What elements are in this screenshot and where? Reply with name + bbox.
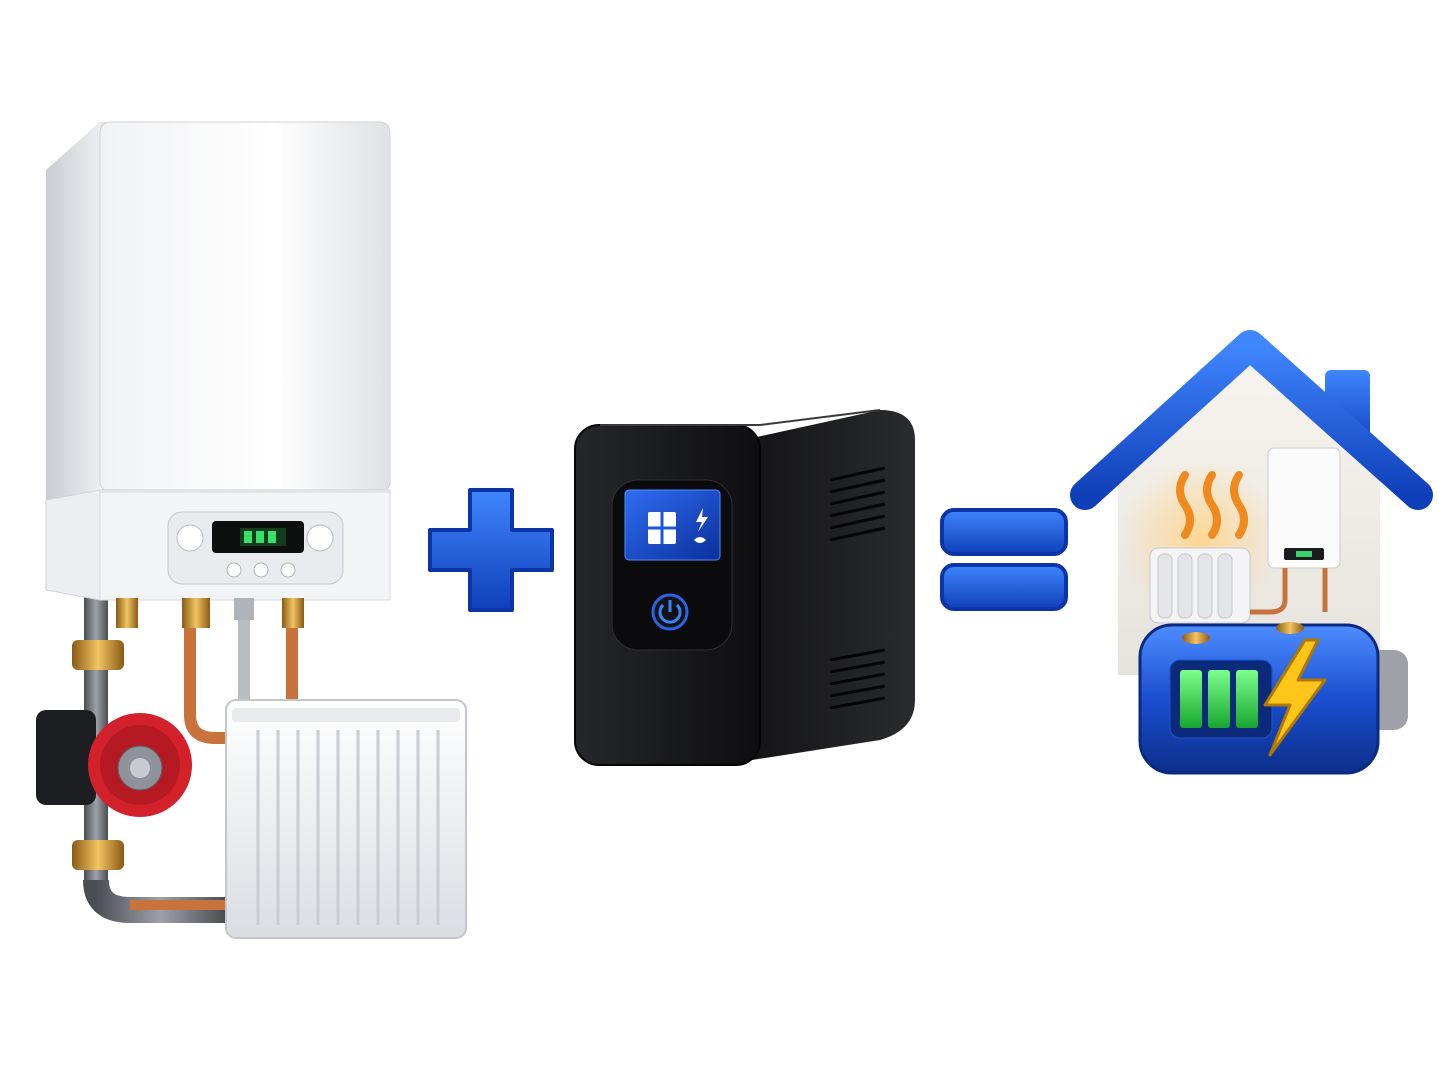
plus-icon <box>428 488 554 612</box>
battery-cell <box>1236 670 1258 728</box>
lightning-bolt-icon <box>1263 638 1327 757</box>
gas-boiler-icon <box>45 121 391 628</box>
mini-boiler-icon <box>1250 447 1341 615</box>
heat-waves-icon <box>1176 471 1248 539</box>
ups-icon <box>574 409 915 766</box>
bolt-icon <box>696 508 708 532</box>
equals-icon <box>940 508 1068 611</box>
battery-cell <box>1208 670 1230 728</box>
ups-unit-panel <box>574 409 915 766</box>
protected-home-heating-panel <box>1070 330 1433 775</box>
plug-icon <box>694 537 706 543</box>
mini-radiator-icon <box>1149 547 1251 624</box>
power-icon <box>658 603 682 624</box>
ups-lcd-screen <box>624 489 721 561</box>
ups-vent <box>829 466 886 710</box>
boiler-control-panel <box>167 511 344 585</box>
boiler-heating-system-panel <box>36 121 467 939</box>
power-button[interactable] <box>651 593 689 631</box>
panel-radiator-icon <box>225 699 467 939</box>
battery-cell <box>1180 670 1202 728</box>
circulation-pump-icon <box>36 640 192 870</box>
battery-icon <box>1138 622 1408 775</box>
